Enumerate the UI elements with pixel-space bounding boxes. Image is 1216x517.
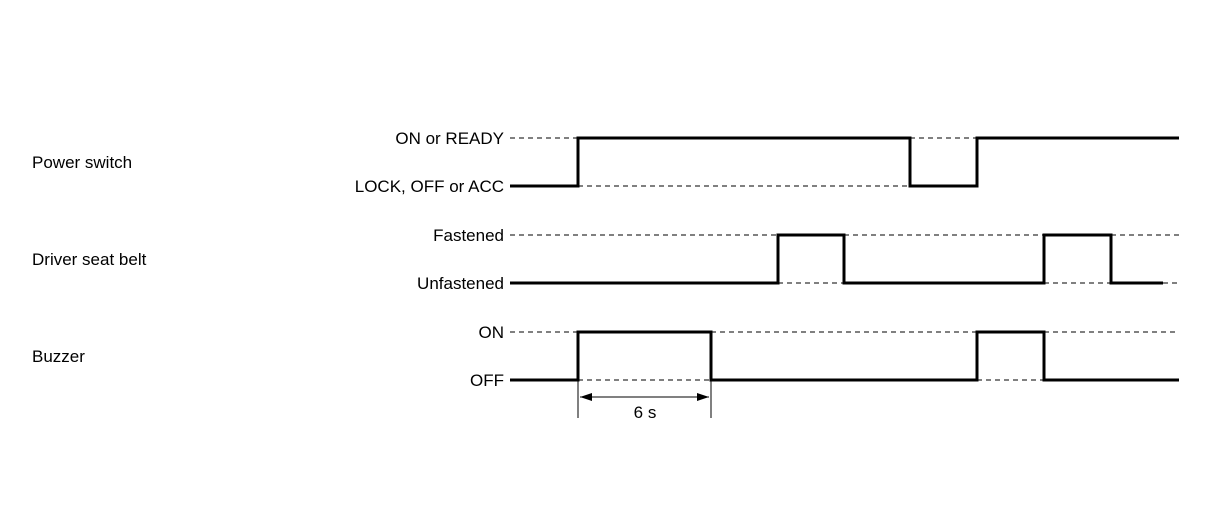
signal-buzzer: Buzzer ON OFF <box>32 323 1179 390</box>
signal-power: Power switch ON or READY LOCK, OFF or AC… <box>32 129 1179 196</box>
signal-name-buzzer: Buzzer <box>32 347 85 366</box>
waveform-buzzer <box>510 330 1179 382</box>
low-label-buzzer: OFF <box>470 371 504 390</box>
signal-name-power: Power switch <box>32 153 132 172</box>
high-label-power: ON or READY <box>395 129 504 148</box>
waveform-belt <box>510 233 1163 285</box>
dimension-arrow-left <box>580 393 592 401</box>
signal-name-belt: Driver seat belt <box>32 250 147 269</box>
high-label-buzzer: ON <box>479 323 505 342</box>
dimension-arrow-right <box>697 393 709 401</box>
low-label-power: LOCK, OFF or ACC <box>355 177 504 196</box>
dimension-label: 6 s <box>634 403 657 422</box>
high-label-belt: Fastened <box>433 226 504 245</box>
signal-belt: Driver seat belt Fastened Unfastened <box>32 226 1179 293</box>
waveform-power <box>510 136 1179 188</box>
low-label-belt: Unfastened <box>417 274 504 293</box>
duration-dimension: 6 s <box>577 380 712 422</box>
